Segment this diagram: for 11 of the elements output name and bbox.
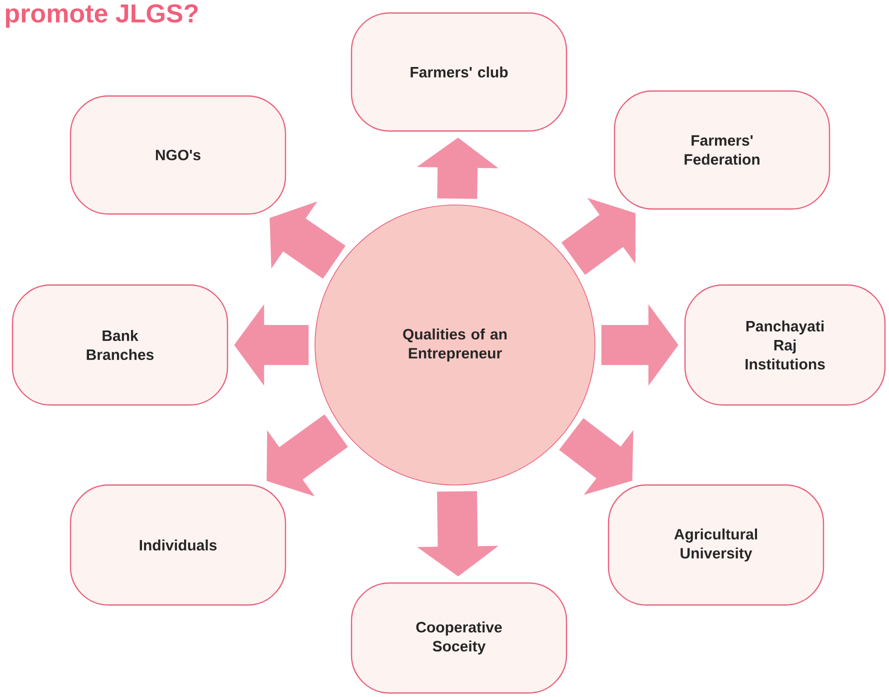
title: promote JLGS?: [6, 4, 198, 28]
rounded-box: Farmers' club: [350, 12, 568, 132]
rounded-box: Agricultural University: [608, 484, 824, 606]
rounded-box: Panchayati Raj Institutions: [684, 284, 886, 406]
rounded-box: Bank Branches: [12, 284, 228, 406]
rounded-box: NGO's: [70, 95, 286, 215]
rounded-box: Cooperative Soceity: [350, 582, 568, 694]
rounded-box: Farmers' Federation: [614, 90, 830, 210]
block-arrow: [561, 198, 636, 275]
block-arrow: [266, 414, 348, 496]
rounded-box: Individuals: [70, 484, 286, 606]
